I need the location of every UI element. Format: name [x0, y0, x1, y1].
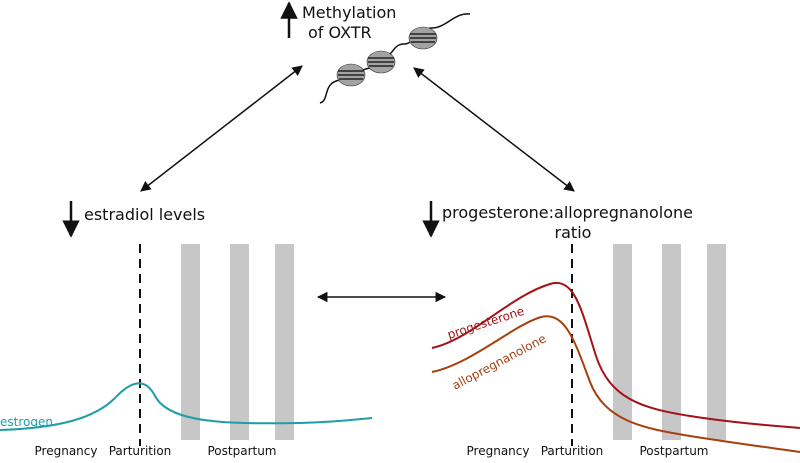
arrow-methylation-progesterone — [413, 67, 575, 192]
postpartum-bar-2 — [230, 244, 249, 440]
estrogen-curve — [0, 382, 373, 431]
estradiol-label: estradiol levels — [84, 205, 205, 224]
right-axis-parturition: Parturition — [541, 444, 604, 458]
ratio-header: progesterone:allopregnanolone ratio — [422, 201, 693, 242]
nucleosome-2 — [366, 50, 396, 74]
postpartum-bar-3 — [275, 244, 294, 440]
nucleosome-1 — [336, 63, 366, 87]
progesterone-curve — [431, 281, 800, 429]
allopregnanolone-label: allopregnanolone — [450, 331, 549, 392]
estradiol-header: estradiol levels — [62, 201, 205, 238]
methylation-title-line2: of OXTR — [308, 23, 372, 42]
ratio-label-line2: ratio — [555, 223, 592, 242]
allopregnanolone-curve — [431, 315, 800, 453]
progesterone-label: progesterone — [446, 304, 526, 342]
postpartum-bar-r3 — [707, 244, 726, 440]
right-panel: progesterone allopregnanolone Pregnancy … — [431, 244, 800, 458]
left-axis-parturition: Parturition — [109, 444, 172, 458]
left-axis-postpartum: Postpartum — [207, 444, 276, 458]
estrogen-label: estrogen — [0, 415, 53, 429]
arrow-methylation-estradiol — [140, 65, 303, 192]
dna-nucleosome-icon — [319, 13, 471, 104]
right-axis-pregnancy: Pregnancy — [467, 444, 530, 458]
left-axis-pregnancy: Pregnancy — [35, 444, 98, 458]
methylation-title-line1: Methylation — [302, 3, 396, 22]
ratio-label-line1: progesterone:allopregnanolone — [442, 203, 693, 222]
postpartum-bar-1 — [181, 244, 200, 440]
postpartum-bar-r2 — [662, 244, 681, 440]
right-axis-postpartum: Postpartum — [639, 444, 708, 458]
postpartum-bar-r1 — [613, 244, 632, 440]
left-panel: estrogen Pregnancy Parturition Postpartu… — [0, 244, 373, 458]
nucleosome-3 — [408, 26, 438, 50]
methylation-header: Methylation of OXTR — [280, 1, 396, 42]
